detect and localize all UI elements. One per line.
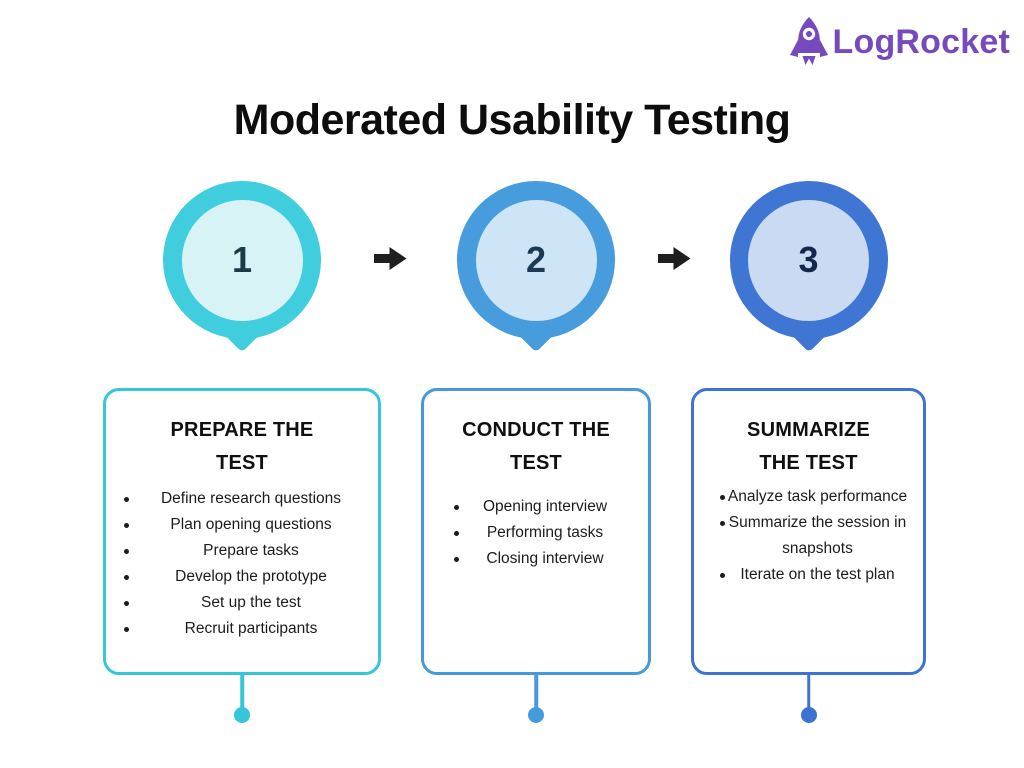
- list-item: Recruit participants: [106, 616, 378, 642]
- bullet-text: Analyze task performance: [727, 488, 908, 505]
- bullet-text: Summarize the session in snapshots: [728, 514, 907, 557]
- bullet-text: Closing interview: [486, 550, 604, 567]
- step-2-badge: 2: [457, 181, 615, 353]
- connector-dot: [800, 707, 817, 723]
- bullet-text: Develop the prototype: [175, 568, 327, 585]
- badge-inner: 1: [181, 199, 303, 321]
- bullet-dot: [454, 504, 459, 510]
- list-item: Opening interview: [424, 494, 648, 520]
- badge-ring: 2: [457, 181, 615, 339]
- bullet-text: Prepare tasks: [203, 542, 299, 559]
- connector-dot: [528, 707, 544, 723]
- bullet-dot: [124, 574, 129, 580]
- bullet-dot: [720, 520, 725, 526]
- step-1-card: PREPARE THE TEST Define research questio…: [103, 388, 381, 675]
- list-item: Summarize the session in snapshots: [694, 510, 923, 562]
- bullet-dot: [720, 572, 725, 578]
- connector-line: [534, 673, 538, 709]
- card-title: CONDUCT THE TEST: [462, 419, 610, 474]
- badge-inner: 2: [475, 199, 597, 321]
- list-item: Closing interview: [424, 546, 648, 572]
- list-item: Prepare tasks: [106, 538, 378, 564]
- bullet-text: Iterate on the test plan: [740, 566, 895, 583]
- card-title: SUMMARIZE THE TEST: [747, 419, 870, 474]
- bullet-dot: [124, 496, 129, 502]
- list-item: Performing tasks: [424, 520, 648, 546]
- step-3: 3 SUMMARIZE THE TEST Analyze task perfor…: [691, 0, 926, 768]
- connector-line: [240, 673, 244, 709]
- step-1-badge: 1: [163, 181, 321, 353]
- bullet-text: Define research questions: [160, 490, 342, 507]
- step-1: 1 PREPARE THE TEST Define research quest…: [103, 0, 381, 768]
- bullet-dot: [124, 600, 129, 606]
- bullet-text: Opening interview: [482, 498, 608, 515]
- connector-line: [806, 673, 811, 709]
- list-item: Define research questions: [106, 486, 378, 512]
- badge-ring: 1: [163, 181, 321, 339]
- badge-ring: 3: [729, 181, 888, 339]
- step-3-badge: 3: [729, 181, 888, 353]
- arrow-right-icon: [374, 247, 407, 270]
- step-number: 3: [798, 239, 819, 280]
- bullet-dot: [124, 548, 129, 554]
- list-item: Develop the prototype: [106, 564, 378, 590]
- step-number: 2: [525, 239, 547, 280]
- logrocket-logo: LogRocket: [789, 14, 1010, 70]
- list-item: Analyze task performance: [694, 484, 923, 510]
- card-title: PREPARE THE TEST: [170, 419, 314, 474]
- page-title: Moderated Usability Testing: [233, 96, 791, 144]
- logo-text: LogRocket: [832, 22, 1010, 61]
- arrow-right-icon: [658, 247, 691, 270]
- bullet-dot: [454, 556, 459, 562]
- bullet-dot: [124, 522, 129, 528]
- list-item: Iterate on the test plan: [694, 562, 923, 588]
- step-number: 1: [231, 239, 253, 280]
- bullet-dot: [720, 494, 725, 500]
- list-item: Plan opening questions: [106, 512, 378, 538]
- bullet-text: Recruit participants: [184, 620, 318, 637]
- bullet-text: Performing tasks: [486, 524, 604, 541]
- bullet-dot: [124, 626, 129, 632]
- step-3-card: SUMMARIZE THE TEST Analyze task performa…: [691, 388, 926, 675]
- bullet-text: Set up the test: [201, 594, 301, 611]
- rocket-icon: [789, 17, 828, 65]
- bullet-dot: [454, 530, 459, 536]
- badge-inner: 3: [748, 199, 869, 321]
- connector-dot: [234, 707, 250, 723]
- bullet-text: Plan opening questions: [170, 516, 332, 533]
- list-item: Set up the test: [106, 590, 378, 616]
